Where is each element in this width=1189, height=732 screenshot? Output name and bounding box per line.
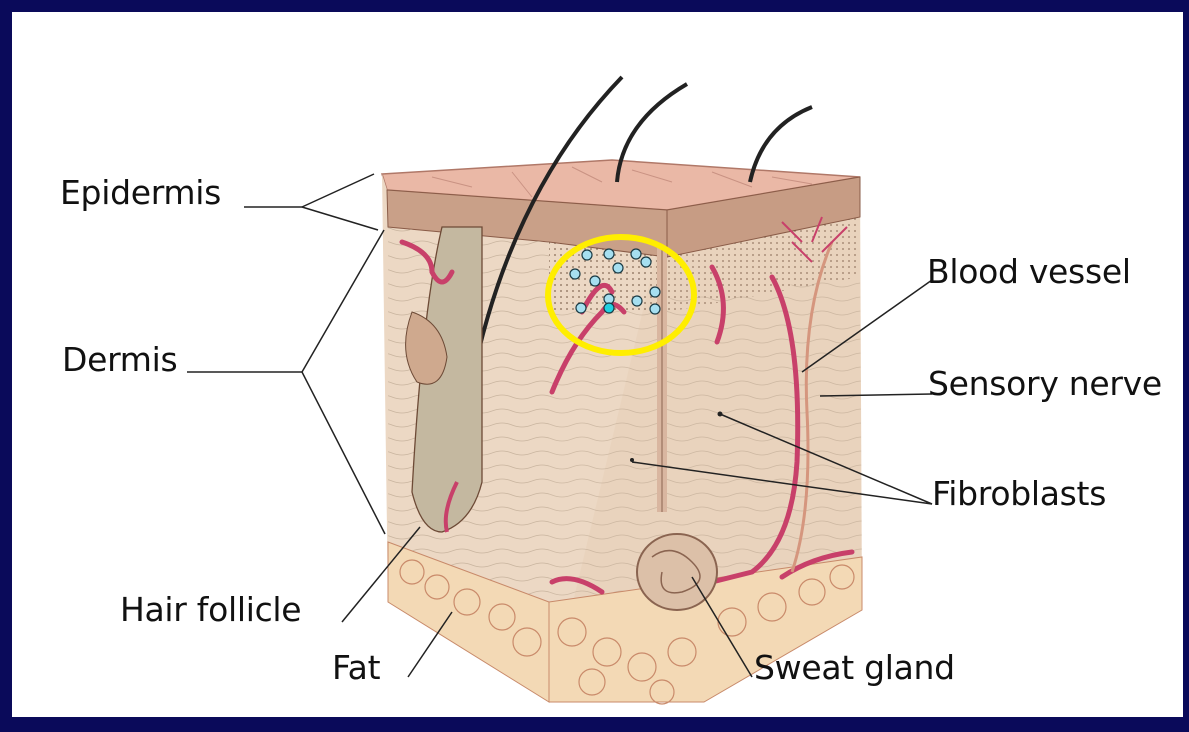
label-fat: Fat [332, 648, 380, 687]
label-epidermis: Epidermis [60, 173, 221, 212]
diagram-slide: Epidermis Dermis Hair follicle Fat Blood… [12, 12, 1183, 717]
cell-marker [632, 296, 642, 306]
cell-marker [570, 269, 580, 279]
cell-marker [582, 250, 592, 260]
cell-marker [576, 303, 586, 313]
cell-marker-active [604, 303, 614, 313]
cell-marker [650, 304, 660, 314]
cell-marker [613, 263, 623, 273]
cell-marker [641, 257, 651, 267]
label-dermis: Dermis [62, 340, 177, 379]
label-blood-vessel: Blood vessel [927, 252, 1131, 291]
label-hair-follicle: Hair follicle [120, 590, 301, 629]
label-sweat-gland: Sweat gland [754, 648, 955, 687]
cell-marker [590, 276, 600, 286]
cell-marker [650, 287, 660, 297]
label-sensory-nerve: Sensory nerve [928, 364, 1162, 403]
cell-marker [631, 249, 641, 259]
cell-marker [604, 249, 614, 259]
label-fibroblasts: Fibroblasts [932, 474, 1106, 513]
